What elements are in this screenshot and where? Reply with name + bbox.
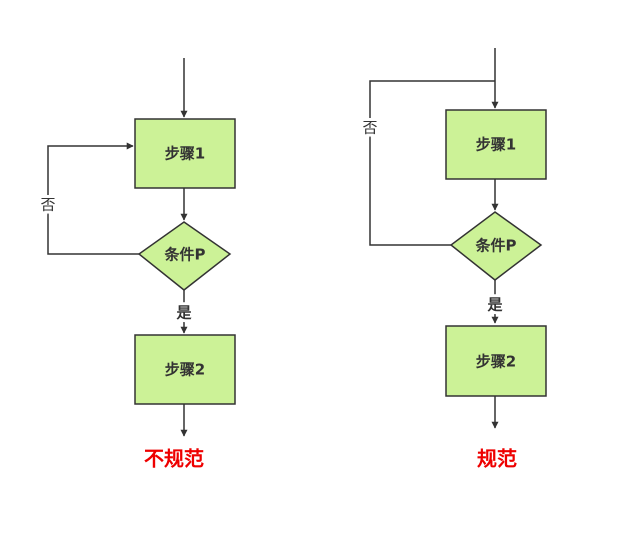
- right-flowchart: 否 步骤1 条件P 是 步骤2 规范: [359, 48, 547, 471]
- right-no-label: 否: [362, 119, 377, 137]
- left-step2-label: 步骤2: [165, 361, 205, 379]
- left-no-label: 否: [40, 196, 55, 214]
- right-step1-label: 步骤1: [476, 136, 516, 154]
- right-yes-label: 是: [486, 296, 503, 314]
- left-no-loop-arrow: [47, 142, 139, 255]
- left-flowchart: 步骤1 条件P 否 是 步骤2 不规范: [37, 58, 236, 471]
- left-step1-box: [134, 118, 236, 189]
- right-step2-box: [445, 325, 547, 397]
- right-condition-label: 条件P: [475, 237, 517, 255]
- right-step2-label: 步骤2: [476, 353, 516, 371]
- left-condition-label: 条件P: [164, 246, 206, 264]
- left-caption: 不规范: [144, 447, 204, 471]
- right-caption: 规范: [477, 447, 517, 471]
- left-yes-label: 是: [175, 304, 192, 322]
- right-no-loop-line: [369, 80, 495, 246]
- right-step1-box: [445, 109, 547, 180]
- left-step2-box: [134, 334, 236, 405]
- left-step1-label: 步骤1: [165, 145, 205, 163]
